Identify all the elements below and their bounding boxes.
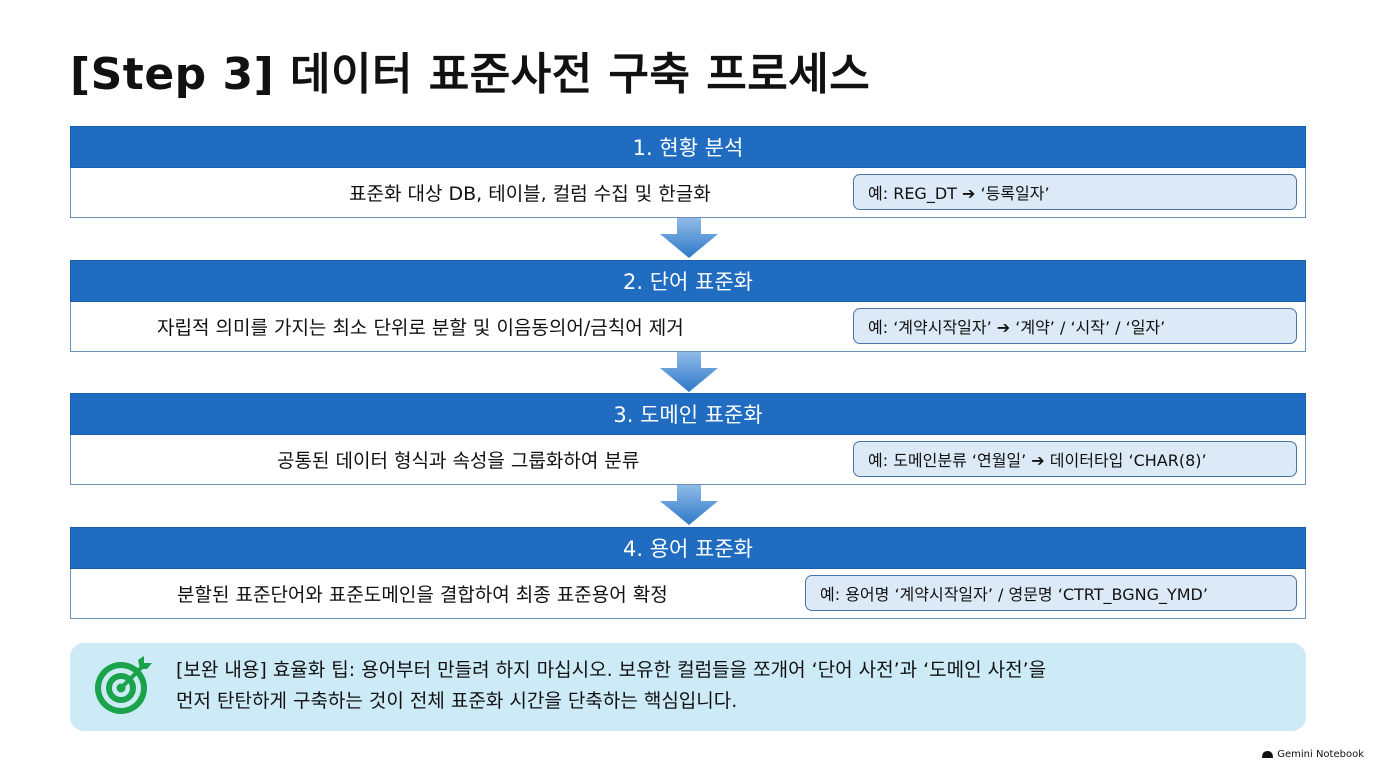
down-arrow-icon [660, 352, 718, 392]
step-header: 2. 단어 표준화 [70, 260, 1306, 302]
tip-line: [보완 내용] 효율화 팁: 용어부터 만들려 하지 마십시오. 보유한 컬럼들… [176, 659, 1047, 681]
brand-watermark: Gemini Notebook [1262, 749, 1364, 760]
step-header: 4. 용어 표준화 [70, 527, 1306, 569]
tip-line: 먼저 탄탄하게 구축하는 것이 전체 표준화 시간을 단축하는 핵심입니다. [176, 690, 738, 712]
example-box: 예: 용어명 ‘계약시작일자’ / 영문명 ‘CTRT_BGNG_YMD’ [805, 575, 1297, 611]
down-arrow-icon [660, 485, 718, 525]
step-description: 자립적 의미를 가지는 최소 단위로 분할 및 이음동의어/금칙어 제거 [157, 316, 684, 339]
step-3: 3. 도메인 표준화 공통된 데이터 형식과 속성을 그룹화하여 분류 예: 도… [70, 393, 1306, 485]
step-description: 표준화 대상 DB, 테이블, 컬럼 수집 및 한글화 [349, 182, 711, 205]
step-body: 자립적 의미를 가지는 최소 단위로 분할 및 이음동의어/금칙어 제거 예: … [70, 302, 1306, 352]
tip-box: [보완 내용] 효율화 팁: 용어부터 만들려 하지 마십시오. 보유한 컬럼들… [70, 643, 1306, 731]
example-box: 예: 도메인분류 ‘연월일’ ➔ 데이터타입 ‘CHAR(8)’ [853, 441, 1297, 477]
step-body: 분할된 표준단어와 표준도메인을 결합하여 최종 표준용어 확정 예: 용어명 … [70, 569, 1306, 619]
example-box: 예: ‘계약시작일자’ ➔ ‘계약’ / ‘시작’ / ‘일자’ [853, 308, 1297, 344]
step-header: 1. 현황 분석 [70, 126, 1306, 168]
step-description: 공통된 데이터 형식과 속성을 그룹화하여 분류 [277, 449, 640, 472]
step-1: 1. 현황 분석 표준화 대상 DB, 테이블, 컬럼 수집 및 한글화 예: … [70, 126, 1306, 218]
tip-text: [보완 내용] 효율화 팁: 용어부터 만들려 하지 마십시오. 보유한 컬럼들… [176, 655, 1286, 717]
down-arrow-icon [660, 218, 718, 258]
notebook-logo-icon [1262, 751, 1274, 758]
step-body: 공통된 데이터 형식과 속성을 그룹화하여 분류 예: 도메인분류 ‘연월일’ … [70, 435, 1306, 485]
step-description: 분할된 표준단어와 표준도메인을 결합하여 최종 표준용어 확정 [177, 583, 668, 606]
target-icon [95, 656, 152, 714]
step-4: 4. 용어 표준화 분할된 표준단어와 표준도메인을 결합하여 최종 표준용어 … [70, 527, 1306, 619]
step-body: 표준화 대상 DB, 테이블, 컬럼 수집 및 한글화 예: REG_DT ➔ … [70, 168, 1306, 218]
brand-label: Gemini Notebook [1277, 749, 1364, 760]
example-box: 예: REG_DT ➔ ‘등록일자’ [853, 174, 1297, 210]
step-2: 2. 단어 표준화 자립적 의미를 가지는 최소 단위로 분할 및 이음동의어/… [70, 260, 1306, 352]
page-title: [Step 3] 데이터 표준사전 구축 프로세스 [70, 49, 871, 100]
step-header: 3. 도메인 표준화 [70, 393, 1306, 435]
